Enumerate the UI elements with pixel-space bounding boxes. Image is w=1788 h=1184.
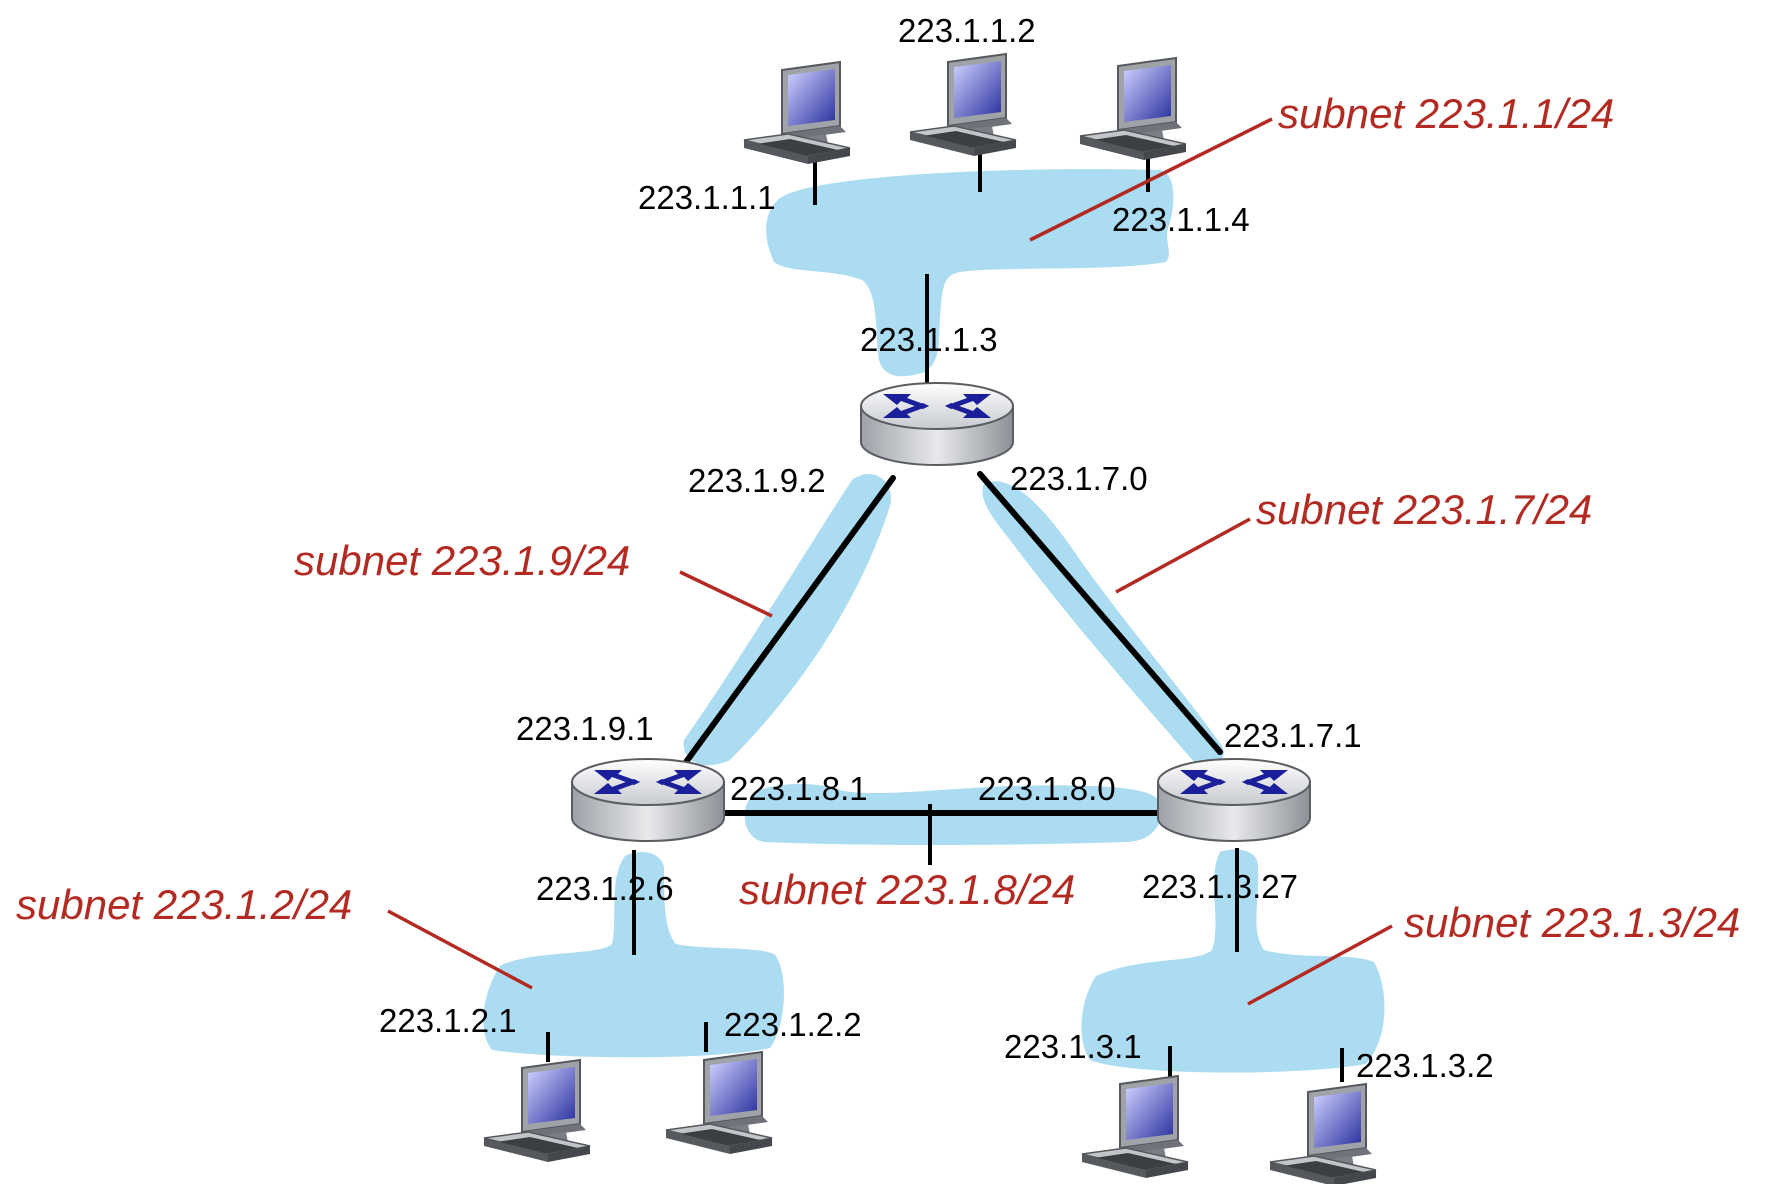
desktop-computer-icon[interactable] [483, 1059, 591, 1163]
desktop-computer-icon[interactable] [909, 53, 1017, 157]
ip-223-1-3-1: 223.1.3.1 [1004, 1028, 1142, 1065]
pointer-subnet-223-1-3 [1247, 924, 1393, 1006]
router-icon[interactable] [860, 382, 1014, 466]
ip-223-1-2-6: 223.1.2.6 [536, 870, 674, 907]
router-icon[interactable] [571, 758, 725, 842]
subnet-label-223-1-3: subnet 223.1.3/24 [1404, 899, 1740, 946]
desktop-computer-icon[interactable] [665, 1051, 773, 1155]
ip-223-1-7-1: 223.1.7.1 [1224, 717, 1362, 754]
link-r1-r3 [977, 471, 1223, 755]
ip-223-1-3-2: 223.1.3.2 [1356, 1047, 1494, 1084]
link-r1-r2 [683, 475, 896, 765]
pointer-subnet-223-1-9 [679, 570, 773, 618]
ip-223-1-1-4: 223.1.1.4 [1112, 201, 1250, 238]
ip-223-1-1-1: 223.1.1.1 [638, 179, 776, 216]
ip-223-1-2-1: 223.1.2.1 [379, 1002, 517, 1039]
subnet-label-223-1-8: subnet 223.1.8/24 [739, 866, 1075, 913]
subnet-223-1-7-blob [982, 481, 1224, 767]
ip-223-1-1-2: 223.1.1.2 [898, 12, 1036, 49]
router-icon[interactable] [1157, 758, 1311, 842]
subnet-223-1-3-blob [1081, 849, 1385, 1073]
pointer-subnet-223-1-1 [1029, 117, 1273, 242]
desktop-computer-icon[interactable] [1081, 1075, 1189, 1179]
subnet-label-223-1-9: subnet 223.1.9/24 [294, 537, 630, 584]
desktop-computer-icon[interactable] [743, 61, 851, 165]
ip-223-1-8-1: 223.1.8.1 [730, 770, 868, 807]
ip-223-1-9-2: 223.1.9.2 [688, 462, 826, 499]
ip-223-1-8-0: 223.1.8.0 [978, 770, 1116, 807]
ip-223-1-9-1: 223.1.9.1 [516, 710, 654, 747]
ip-223-1-1-3: 223.1.1.3 [860, 321, 998, 358]
desktop-computer-icon[interactable] [1079, 57, 1187, 161]
ip-223-1-7-0: 223.1.7.0 [1010, 460, 1148, 497]
subnet-label-223-1-1: subnet 223.1.1/24 [1278, 90, 1614, 137]
subnet-label-223-1-2: subnet 223.1.2/24 [16, 881, 352, 928]
ip-223-1-2-2: 223.1.2.2 [724, 1006, 862, 1043]
ip-223-1-3-27: 223.1.3.27 [1142, 868, 1298, 905]
desktop-computer-icon[interactable] [1269, 1083, 1377, 1184]
pointer-subnet-223-1-7 [1115, 517, 1251, 594]
subnet-label-223-1-7: subnet 223.1.7/24 [1256, 486, 1592, 533]
pointer-subnet-223-1-2 [387, 909, 533, 990]
